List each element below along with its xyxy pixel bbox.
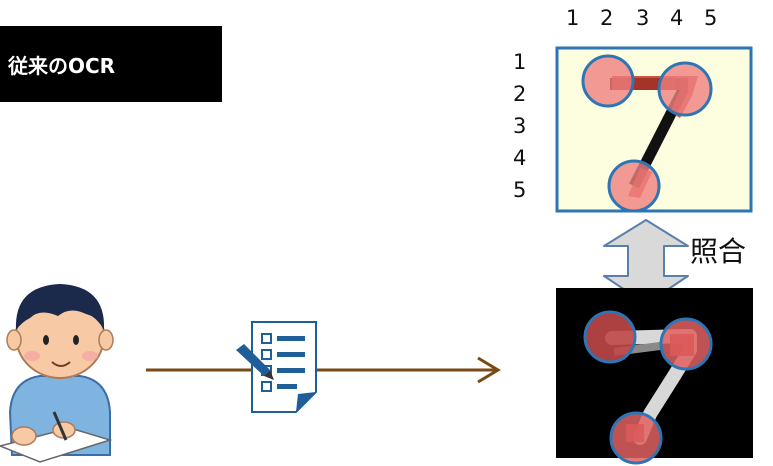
person-pencil	[52, 411, 68, 441]
person-writing-illustration	[0, 284, 114, 463]
checkbox-1	[261, 333, 272, 344]
person-cheek-left	[24, 351, 40, 361]
person-eye-right	[73, 335, 79, 345]
match-label: 照合	[690, 235, 747, 268]
person-hair	[15, 284, 105, 330]
writing-paper	[0, 427, 113, 463]
doc-line-4	[277, 384, 297, 389]
row-label-3: 3	[513, 114, 527, 138]
template-feature-circle-1	[581, 54, 635, 108]
pen-tip	[264, 370, 274, 380]
col-label-1: 1	[566, 6, 580, 30]
person-ear-right	[98, 329, 114, 351]
col-label-4: 4	[670, 6, 684, 30]
flow-arrow	[146, 356, 501, 384]
document-fold	[296, 392, 316, 412]
scanned-digit-panel	[556, 288, 753, 465]
person-cheek-right	[82, 351, 98, 361]
title-box: 従来のOCR	[0, 26, 222, 102]
scanned-feature-circle-3	[609, 411, 663, 465]
person-mouth	[51, 361, 71, 367]
template-panel	[555, 46, 753, 213]
template-feature-circle-2	[657, 61, 713, 117]
pen-body	[236, 344, 270, 376]
column-labels: 1 2 3 4 5	[566, 8, 746, 34]
person-ear-left	[6, 329, 22, 351]
scanned-feature-circle-1	[583, 310, 637, 364]
person-eye-left	[43, 335, 49, 345]
checkbox-2	[261, 349, 272, 360]
template-feature-circle-3	[607, 159, 661, 213]
doc-line-2	[277, 352, 305, 357]
checkbox-4	[261, 381, 272, 392]
title-label: 従来のOCR	[8, 53, 116, 78]
person-left-hand	[11, 426, 37, 446]
row-label-2: 2	[513, 82, 527, 106]
flow-arrow-head	[477, 356, 501, 384]
row-labels: 1 2 3 4 5	[513, 52, 537, 212]
doc-line-3	[277, 368, 305, 373]
document-icon	[236, 321, 317, 413]
row-label-4: 4	[513, 146, 527, 170]
col-label-3: 3	[636, 6, 650, 30]
col-label-2: 2	[600, 6, 614, 30]
scanned-feature-circle-2	[659, 317, 713, 371]
row-label-1: 1	[513, 50, 527, 74]
doc-line-1	[277, 336, 305, 341]
row-label-5: 5	[513, 178, 527, 202]
col-label-5: 5	[704, 6, 718, 30]
